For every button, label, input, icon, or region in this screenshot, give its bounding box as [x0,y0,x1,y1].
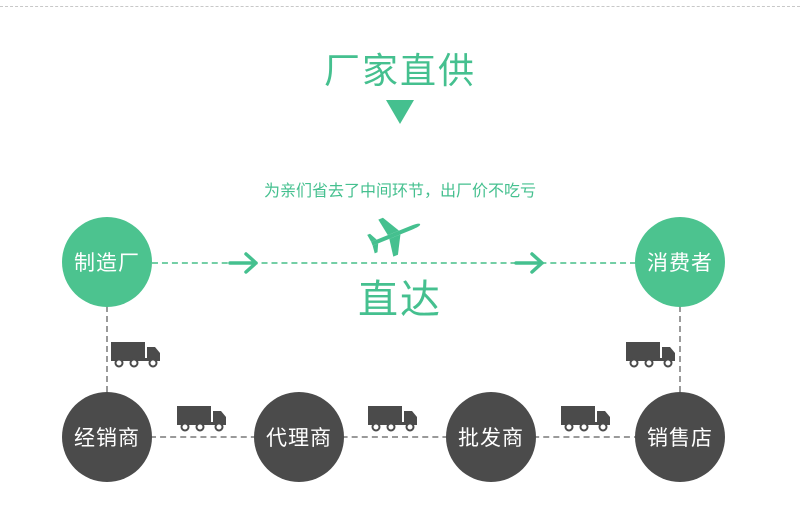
node-distributor: 经销商 [62,392,152,482]
node-manufacturer: 制造厂 [62,217,152,307]
supply-chain-line [150,436,640,438]
truck-icon [111,342,160,368]
connector-line [679,306,681,392]
node-agent: 代理商 [254,392,344,482]
airplane-icon [367,217,421,257]
subtitle: 为亲们省去了中间环节，出厂价不吃亏 [263,181,536,200]
truck-icon [561,406,610,432]
right-arrow-icon [514,252,544,274]
connector-line [106,306,108,392]
node-label: 批发商 [458,426,524,450]
node-wholesaler: 批发商 [446,392,536,482]
node-retailer: 销售店 [635,392,725,482]
top-dashed-border [0,6,800,7]
direct-route-line [152,262,636,264]
right-arrow-icon [228,252,258,274]
truck-icon [626,342,675,368]
node-label: 代理商 [266,426,332,450]
node-label: 销售店 [647,426,713,450]
node-label: 经销商 [74,426,140,450]
node-label: 消费者 [647,251,713,275]
down-triangle-icon [386,100,414,124]
node-consumer: 消费者 [635,217,725,307]
truck-icon [368,406,417,432]
node-label: 制造厂 [74,251,140,275]
page-title: 厂家直供 [323,51,476,92]
truck-icon [177,406,226,432]
direct-label: 直达 [358,277,442,323]
